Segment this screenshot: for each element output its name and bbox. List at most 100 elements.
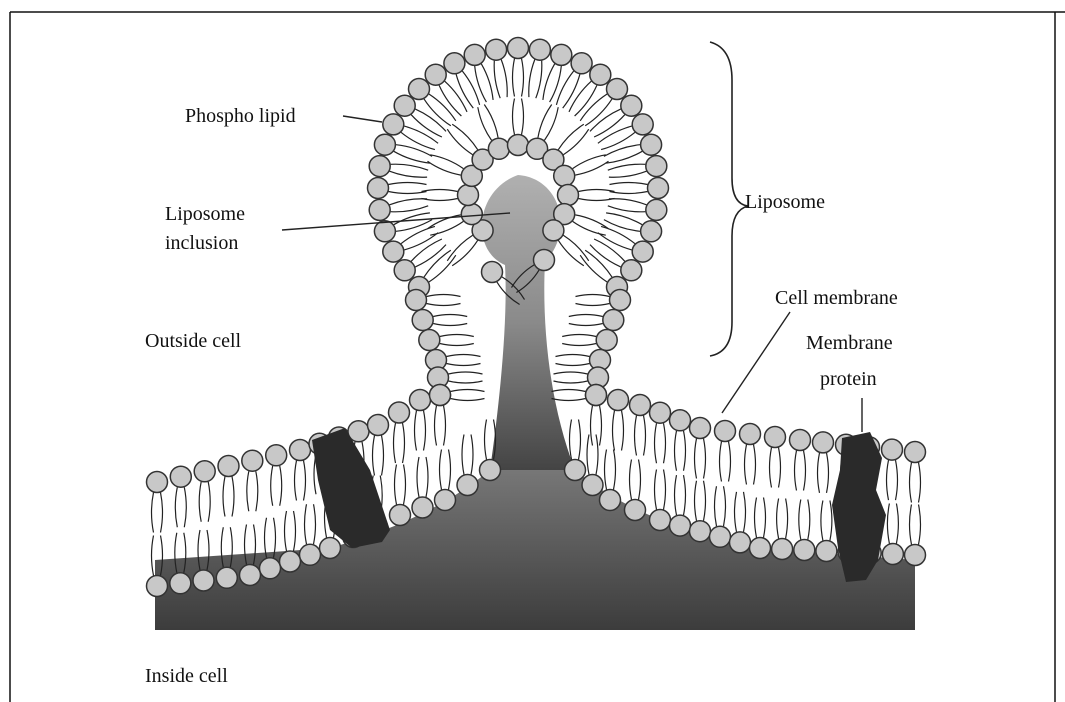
lipid-head xyxy=(369,199,390,220)
lipid-head xyxy=(641,134,662,155)
lipid-tail xyxy=(305,504,307,544)
lipid-head xyxy=(193,570,214,591)
lipid-tail xyxy=(600,406,602,446)
lipid-tail xyxy=(896,460,898,500)
lipid-head xyxy=(170,573,191,594)
lipid-head xyxy=(383,114,404,135)
lipid-tail xyxy=(735,492,737,532)
lipid-tail xyxy=(827,453,829,493)
lipid-tail xyxy=(576,304,610,306)
lipid-tail xyxy=(444,406,446,446)
lipid-tail xyxy=(445,81,467,112)
lipid-head xyxy=(730,532,751,553)
lipid-tail xyxy=(447,364,481,366)
lipid-tail xyxy=(223,477,225,517)
liposome-label: Liposome xyxy=(745,191,825,213)
lipid-head xyxy=(690,418,711,439)
lipid-head xyxy=(648,178,669,199)
lipid-tail xyxy=(462,71,479,105)
lipid-head xyxy=(534,250,555,271)
lipid-tail xyxy=(598,233,632,250)
lipid-tail xyxy=(562,344,596,346)
lipid-tail xyxy=(675,475,677,515)
lipid-tail xyxy=(314,504,316,544)
lipid-tail xyxy=(580,255,607,282)
lipid-tail xyxy=(424,250,451,277)
lipid-tail xyxy=(695,481,697,521)
lipid-head xyxy=(147,472,168,493)
lipid-tail xyxy=(513,59,515,97)
lipid-tail xyxy=(770,448,772,488)
cell-membrane-label: Cell membrane xyxy=(775,287,898,309)
lipid-head xyxy=(740,424,761,445)
lipid-tail xyxy=(208,482,210,522)
lipid-head xyxy=(882,439,903,460)
lipid-tail xyxy=(426,457,428,497)
lipid-head xyxy=(290,440,311,461)
lipid-tail xyxy=(552,399,586,401)
lipid-head xyxy=(621,260,642,281)
lipid-head xyxy=(419,330,440,351)
lipid-tail xyxy=(403,423,405,463)
lipid-tail xyxy=(569,315,603,317)
lipid-tail xyxy=(391,164,429,170)
lipid-tail xyxy=(424,99,451,126)
lipid-tail xyxy=(563,235,588,260)
lipid-tail xyxy=(485,420,487,460)
lipid-head xyxy=(488,138,509,159)
lipid-tail xyxy=(556,355,590,357)
lipid-head xyxy=(216,567,237,588)
lipid-tail xyxy=(764,498,766,538)
lipid-tail xyxy=(556,364,590,366)
lipid-tail xyxy=(610,183,648,185)
lipid-tail xyxy=(596,435,598,475)
lipid-tail xyxy=(449,372,483,374)
lipid-tail xyxy=(590,109,621,131)
lipid-tail xyxy=(779,448,781,488)
lipid-tail xyxy=(630,460,632,500)
lipid-tail xyxy=(704,481,706,521)
lipid-head xyxy=(430,385,451,406)
lipid-tail xyxy=(427,304,461,306)
lipid-tail xyxy=(598,126,632,143)
lipid-tail xyxy=(433,315,467,317)
lipid-tail xyxy=(449,381,483,383)
lipid-head xyxy=(603,310,624,331)
lipid-head xyxy=(650,510,671,531)
lipid-head xyxy=(543,220,564,241)
lipid-tail xyxy=(501,60,507,98)
lipid-tail xyxy=(799,500,801,540)
lipid-tail xyxy=(440,335,474,337)
lipid-head xyxy=(650,402,671,423)
lipid-head xyxy=(194,461,215,482)
lipid-tail xyxy=(433,324,467,326)
lipid-tail xyxy=(415,109,446,131)
lipid-tail xyxy=(404,126,438,143)
lipid-tail xyxy=(427,295,461,297)
lipid-tail xyxy=(440,344,474,346)
lipid-head xyxy=(458,185,479,206)
lipid-tail xyxy=(591,406,593,446)
lipid-tail xyxy=(675,431,677,471)
lipid-tail xyxy=(558,240,584,265)
lipid-head xyxy=(390,505,411,526)
lipid-head xyxy=(394,260,415,281)
lipid-head xyxy=(508,38,529,59)
lipid-head xyxy=(565,460,586,481)
lipid-tail xyxy=(417,457,419,497)
lipid-head xyxy=(715,421,736,442)
lipid-tail xyxy=(471,435,473,475)
lipid-tail xyxy=(720,442,722,482)
lipid-tail xyxy=(184,487,186,527)
lipid-tail xyxy=(684,431,686,471)
lipid-head xyxy=(607,79,628,100)
liposome-brace xyxy=(710,42,748,356)
lipid-tail xyxy=(594,239,625,261)
lipid-head xyxy=(590,64,611,85)
lipid-head xyxy=(621,95,642,116)
lipid-tail xyxy=(494,61,500,99)
lipid-tail xyxy=(415,411,417,451)
lipid-tail xyxy=(451,399,485,401)
lipid-tail xyxy=(271,466,273,506)
lipid-tail xyxy=(910,463,912,503)
